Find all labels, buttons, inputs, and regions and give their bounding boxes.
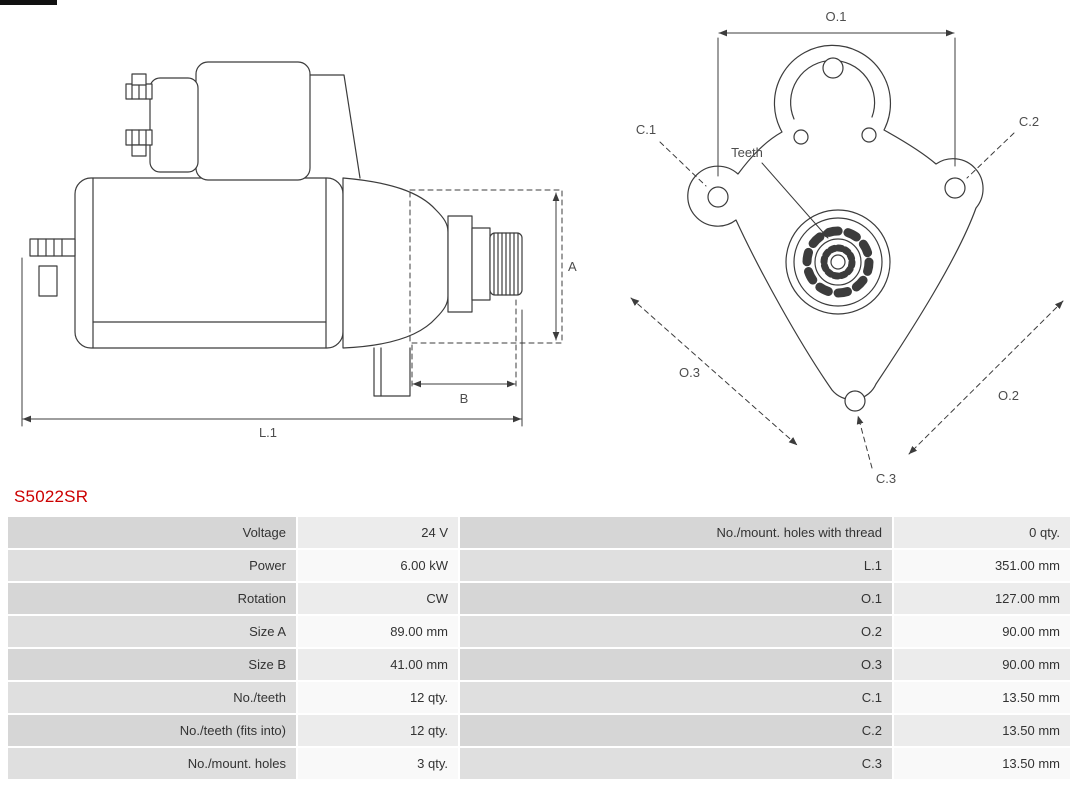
dim-o2-label: O.2 (998, 388, 1019, 403)
dim-a-label: A (568, 259, 577, 274)
spec-label-left: No./teeth (fits into) (8, 715, 296, 746)
dim-o3-label: O.3 (679, 365, 700, 380)
spec-label-right: O.2 (460, 616, 892, 647)
spec-label-right: C.1 (460, 682, 892, 713)
spec-label-left: No./teeth (8, 682, 296, 713)
spec-label-left: Voltage (8, 517, 296, 548)
spec-label-left: No./mount. holes (8, 748, 296, 779)
solenoid (125, 61, 361, 181)
dim-b-label: B (460, 391, 469, 406)
hole-c3 (844, 390, 866, 412)
spec-value-left: 89.00 mm (298, 616, 458, 647)
spec-value-right: 127.00 mm (894, 583, 1070, 614)
spec-value-left: 12 qty. (298, 715, 458, 746)
hole-c1 (707, 186, 729, 208)
spec-label-right: C.3 (460, 748, 892, 779)
dim-l1-label: L.1 (259, 425, 277, 440)
drive-end (342, 177, 523, 397)
dim-c3-label: C.3 (876, 471, 896, 486)
side-dimensions: A B L.1 (21, 189, 577, 440)
spec-value-left: 41.00 mm (298, 649, 458, 680)
spec-value-left: CW (298, 583, 458, 614)
teeth-label: Teeth (731, 145, 763, 160)
technical-drawing: A B L.1 (21, 9, 1064, 486)
gear-boss (785, 209, 891, 315)
spec-label-right: O.3 (460, 649, 892, 680)
spec-value-right: 351.00 mm (894, 550, 1070, 581)
spec-value-left: 3 qty. (298, 748, 458, 779)
side-view: A B L.1 (21, 61, 577, 440)
spec-value-right: 90.00 mm (894, 649, 1070, 680)
spec-label-right: L.1 (460, 550, 892, 581)
dim-o1-label: O.1 (826, 9, 847, 24)
spec-value-right: 13.50 mm (894, 715, 1070, 746)
spec-label-right: C.2 (460, 715, 892, 746)
spec-value-left: 12 qty. (298, 682, 458, 713)
front-view: O.1 C.1 C.2 Teeth O.3 O.2 C.3 (630, 9, 1064, 486)
spec-label-right: O.1 (460, 583, 892, 614)
spec-label-left: Size A (8, 616, 296, 647)
spec-label-left: Size B (8, 649, 296, 680)
spec-value-right: 90.00 mm (894, 616, 1070, 647)
spec-value-right: 13.50 mm (894, 682, 1070, 713)
spec-label-right: No./mount. holes with thread (460, 517, 892, 548)
barcode-mark (0, 0, 57, 5)
spec-label-left: Rotation (8, 583, 296, 614)
front-dimensions: O.1 C.1 C.2 Teeth O.3 O.2 C.3 (630, 9, 1064, 486)
spec-value-left: 6.00 kW (298, 550, 458, 581)
spec-label-left: Power (8, 550, 296, 581)
spec-value-right: 13.50 mm (894, 748, 1070, 779)
terminal-stud (29, 238, 76, 297)
spec-value-left: 24 V (298, 517, 458, 548)
spec-value-right: 0 qty. (894, 517, 1070, 548)
dim-c1-label: C.1 (636, 122, 656, 137)
pinion-gear (489, 232, 523, 296)
dim-c2-label: C.2 (1019, 114, 1039, 129)
hole-c2 (944, 177, 966, 199)
top-hole (822, 57, 844, 79)
part-number: S5022SR (14, 487, 89, 506)
